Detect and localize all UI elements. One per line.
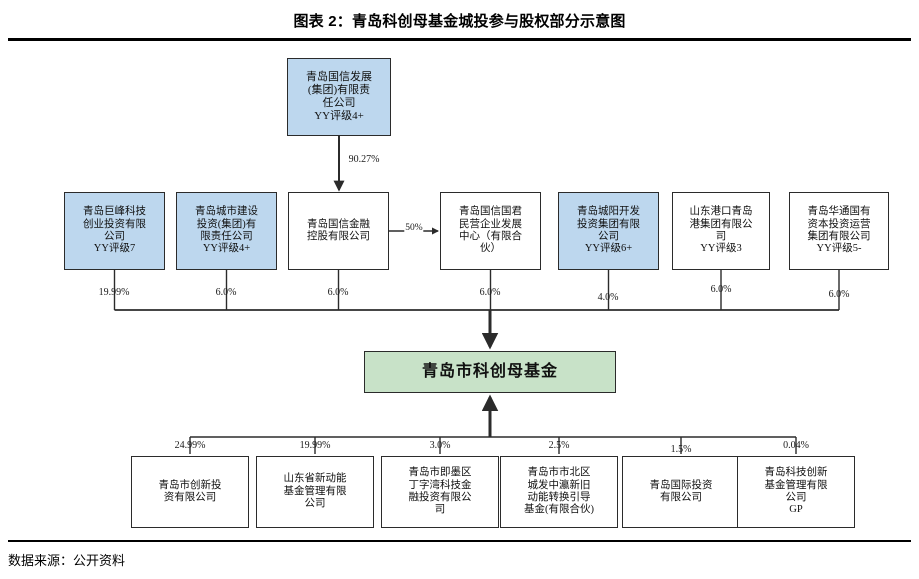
node-qingdao-huatong-state-capital[interactable]: 青岛华通国有 资本投资运营 集团有限公司 YY评级5- xyxy=(789,192,889,270)
node-qingdao-city-construction[interactable]: 青岛城市建设 投资(集团)有 限责任公司 YY评级4+ xyxy=(176,192,277,270)
figure-title: 图表 2：青岛科创母基金城投参与股权部分示意图 xyxy=(293,13,626,30)
pct-jimo-to-fund: 3.0% xyxy=(429,440,451,451)
node-qingdao-guoxin-development[interactable]: 青岛国信发展 (集团)有限责 任公司 YY评级4+ xyxy=(287,58,391,136)
node-label: 青岛国信金融 控股有限公司 xyxy=(307,218,370,242)
node-qingdao-international-investment[interactable]: 青岛国际投资 有限公司 xyxy=(622,456,740,528)
connector-lines xyxy=(113,136,840,454)
node-qingdao-tech-innovation-fund-mgmt-gp[interactable]: 青岛科技创新 基金管理有限 公司 GP xyxy=(737,456,855,528)
node-label: 山东港口青岛 港集团有限公 司 YY评级3 xyxy=(689,206,753,255)
pct-guoji-to-fund: 1.5% xyxy=(670,444,692,455)
pct-shibei-to-fund: 2.5% xyxy=(548,440,570,451)
node-label: 青岛科技创新 基金管理有限 公司 GP xyxy=(764,467,828,516)
node-shibei-chengfa-zhongying-fund[interactable]: 青岛市市北区 城发中瀛新旧 动能转换引导 基金(有限合伙) xyxy=(500,456,618,528)
pct-gp-to-fund: 0.04% xyxy=(783,440,809,451)
pct-jinkong-to-fund: 6.0% xyxy=(327,287,349,298)
node-shandong-port-qingdao-port[interactable]: 山东港口青岛 港集团有限公 司 YY评级3 xyxy=(672,192,770,270)
pct-root-to-jinkong: 90.27% xyxy=(348,154,380,165)
node-label: 青岛国信发展 (集团)有限责 任公司 YY评级4+ xyxy=(306,71,372,122)
node-label: 青岛国际投资 有限公司 xyxy=(649,479,713,503)
node-label: 青岛华通国有 资本投资运营 集团有限公司 YY评级5- xyxy=(807,206,871,255)
node-shandong-new-momentum-fund-mgmt[interactable]: 山东省新动能 基金管理有限 公司 xyxy=(256,456,374,528)
node-qingdao-kechuang-mother-fund[interactable]: 青岛市科创母基金 xyxy=(364,351,616,393)
node-label: 青岛市即墨区 丁字湾科技金 融投资有限公 司 xyxy=(408,467,472,516)
node-label: 山东省新动能 基金管理有限 公司 xyxy=(283,473,347,510)
node-guoxin-guojun-private-enterprise-center[interactable]: 青岛国信国君 民营企业发展 中心（有限合 伙） xyxy=(440,192,541,270)
node-qingdao-innovation-investment[interactable]: 青岛市创新投 资有限公司 xyxy=(131,456,249,528)
pct-jinkong-to-guojun: 50% xyxy=(404,223,424,233)
pct-jufeng-to-fund: 19.99% xyxy=(98,287,130,298)
node-label: 青岛市科创母基金 xyxy=(421,362,558,380)
node-qingdao-jufeng-tech[interactable]: 青岛巨峰科技 创业投资有限 公司 YY评级7 xyxy=(64,192,165,270)
footer-divider xyxy=(8,540,911,542)
pct-chengyang-to-fund: 4.0% xyxy=(597,292,619,303)
node-qingdao-chengyang-development[interactable]: 青岛城阳开发 投资集团有限 公司 YY评级6+ xyxy=(558,192,659,270)
title-divider xyxy=(8,38,911,41)
node-label: 青岛城市建设 投资(集团)有 限责任公司 YY评级4+ xyxy=(195,206,258,255)
pct-gangkou-to-fund: 6.0% xyxy=(710,284,732,295)
node-label: 青岛市市北区 城发中瀛新旧 动能转换引导 基金(有限合伙) xyxy=(524,467,594,516)
node-jimo-dingziwan-tech-finance[interactable]: 青岛市即墨区 丁字湾科技金 融投资有限公 司 xyxy=(381,456,499,528)
source-note: 数据来源：公开资料 xyxy=(8,553,126,568)
node-label: 青岛巨峰科技 创业投资有限 公司 YY评级7 xyxy=(83,206,146,255)
node-label: 青岛城阳开发 投资集团有限 公司 YY评级6+ xyxy=(577,206,640,255)
pct-chengshi-to-fund: 6.0% xyxy=(215,287,237,298)
pct-xindongneng-to-fund: 19.99% xyxy=(299,440,331,451)
pct-huatong-to-fund: 6.0% xyxy=(828,289,850,300)
org-chart-diagram: 青岛国信发展 (集团)有限责 任公司 YY评级4+ 青岛巨峰科技 创业投资有限 … xyxy=(0,44,919,538)
pct-guojun-to-fund: 6.0% xyxy=(479,287,501,298)
node-qingdao-guoxin-financial-holding[interactable]: 青岛国信金融 控股有限公司 xyxy=(288,192,389,270)
node-label: 青岛国信国君 民营企业发展 中心（有限合 伙） xyxy=(459,206,522,255)
pct-chuangxin-to-fund: 24.99% xyxy=(174,440,206,451)
node-label: 青岛市创新投 资有限公司 xyxy=(158,479,222,503)
